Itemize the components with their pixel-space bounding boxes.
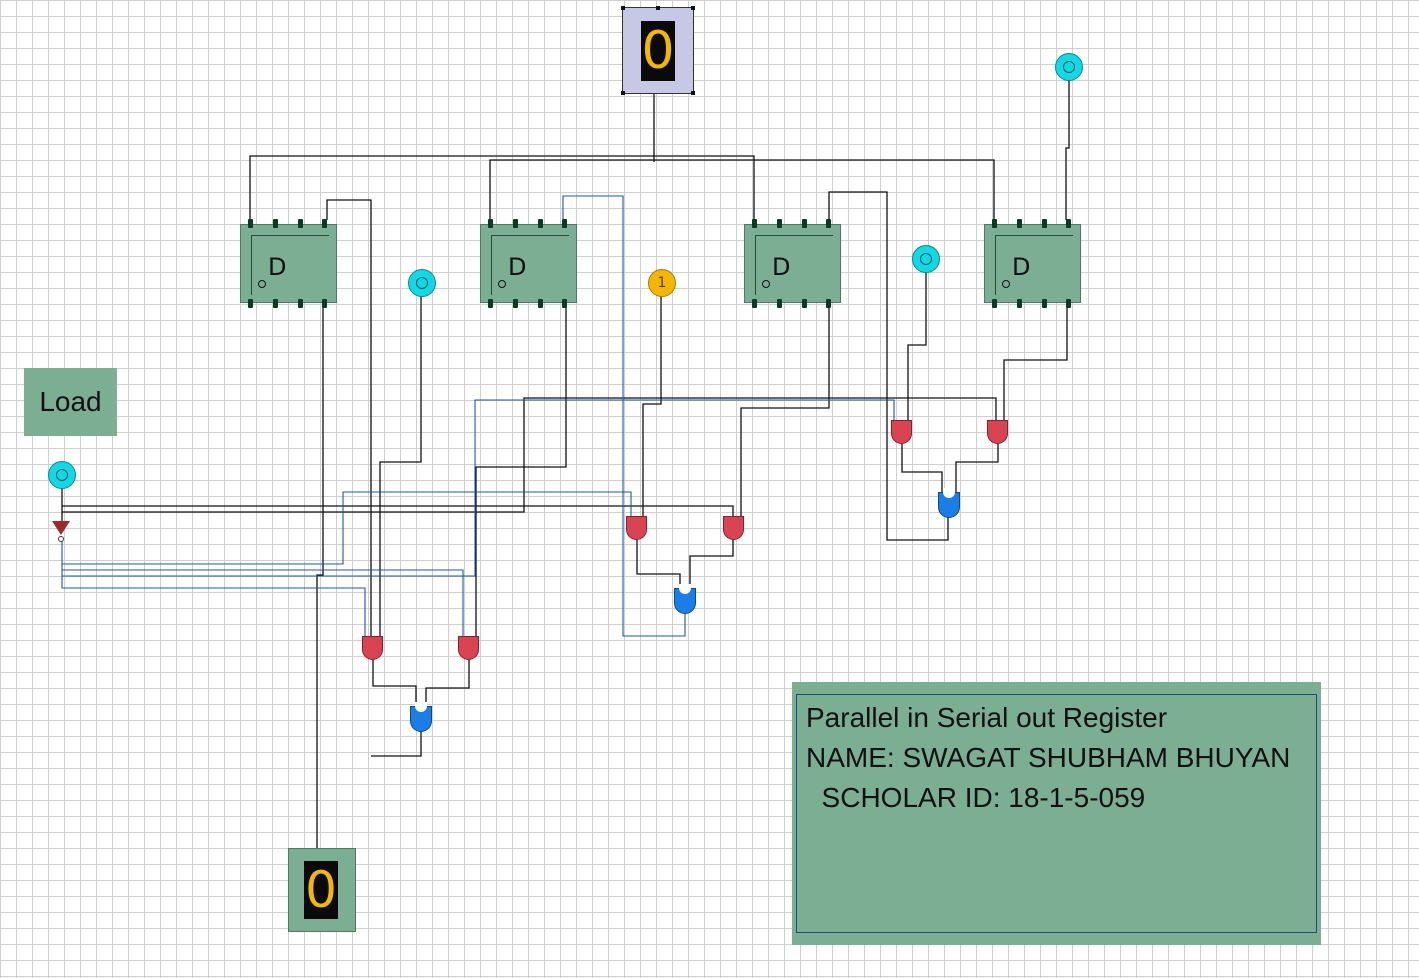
ff3-top-pin-2[interactable] (777, 219, 782, 228)
ff-clock-bubble (498, 280, 506, 288)
ff-frame-left (491, 235, 492, 295)
ff4-bottom-pin-1[interactable] (992, 299, 997, 308)
ff3-bottom-pin-3[interactable] (802, 299, 807, 308)
ff4-top-pin-3[interactable] (1042, 219, 1047, 228)
ff-frame-top (995, 235, 1073, 236)
and-gate-2[interactable] (987, 420, 1008, 444)
ff2-bottom-pin-4[interactable] (562, 299, 567, 308)
ff1-bottom-pin-3[interactable] (298, 299, 303, 308)
selection-handle-tl[interactable] (621, 6, 625, 10)
and-gate-5[interactable] (362, 636, 383, 660)
constant-one-led[interactable]: 1 (648, 269, 676, 297)
ff4-top-pin-4[interactable] (1066, 219, 1071, 228)
ff3-bottom-pin-1[interactable] (752, 299, 757, 308)
ff-frame-top (755, 235, 833, 236)
ff-label: D (1012, 253, 1031, 281)
input-toggle-led-2[interactable] (408, 269, 436, 297)
ff2-top-pin-4[interactable] (562, 219, 567, 228)
ff3-bottom-pin-4[interactable] (826, 299, 831, 308)
ff3-top-pin-3[interactable] (802, 219, 807, 228)
or-gate-1[interactable] (938, 488, 960, 518)
ff-frame-top (251, 235, 329, 236)
ff1-top-pin-3[interactable] (298, 219, 303, 228)
and-gate-6[interactable] (458, 636, 479, 660)
ff1-top-pin-2[interactable] (273, 219, 278, 228)
ff4-bottom-pin-3[interactable] (1042, 299, 1047, 308)
ff-frame-top (491, 235, 569, 236)
and-gate-1[interactable] (891, 420, 912, 444)
d-flip-flop-2[interactable]: D (480, 224, 577, 303)
ff1-bottom-pin-4[interactable] (322, 299, 327, 308)
input-toggle-led-3[interactable] (912, 245, 940, 273)
ff3-bottom-pin-2[interactable] (777, 299, 782, 308)
ff2-top-pin-2[interactable] (513, 219, 518, 228)
ff-label: D (508, 253, 527, 281)
ff1-bottom-pin-1[interactable] (248, 299, 253, 308)
ff4-top-pin-2[interactable] (1017, 219, 1022, 228)
ff1-bottom-pin-2[interactable] (273, 299, 278, 308)
ff-label: D (772, 253, 791, 281)
ff-clock-bubble (762, 280, 770, 288)
ff4-bottom-pin-2[interactable] (1017, 299, 1022, 308)
info-text: Parallel in Serial out Register NAME: SW… (806, 698, 1290, 818)
d-flip-flop-1[interactable]: D (240, 224, 337, 303)
or-gate-3[interactable] (410, 702, 432, 732)
selection-handle-bl[interactable] (621, 91, 625, 95)
ff-frame-left (995, 235, 996, 295)
info-title: Parallel in Serial out Register (806, 702, 1168, 733)
and-gate-4[interactable] (723, 516, 744, 540)
ff3-top-pin-4[interactable] (826, 219, 831, 228)
load-input-led[interactable] (48, 461, 76, 489)
ff-label: D (268, 253, 287, 281)
input-toggle-led-1[interactable] (1055, 53, 1083, 81)
d-flip-flop-4[interactable]: D (984, 224, 1081, 303)
ff3-top-pin-1[interactable] (752, 219, 757, 228)
load-label: Load (24, 368, 117, 436)
ff-clock-bubble (258, 280, 266, 288)
ff4-bottom-pin-4[interactable] (1066, 299, 1071, 308)
ff-clock-bubble (1002, 280, 1010, 288)
info-text-box[interactable]: Parallel in Serial out Register NAME: SW… (792, 682, 1321, 945)
ff2-bottom-pin-3[interactable] (538, 299, 543, 308)
selection-handle-br[interactable] (691, 91, 695, 95)
ff2-top-pin-3[interactable] (538, 219, 543, 228)
selection-handle-tr[interactable] (691, 6, 695, 10)
inverter-bubble (58, 536, 64, 542)
ff2-bottom-pin-2[interactable] (513, 299, 518, 308)
info-name: NAME: SWAGAT SHUBHAM BHUYAN (806, 742, 1291, 773)
selection-handle-tm[interactable] (656, 6, 660, 10)
top-seven-segment-display[interactable]: 0 (621, 6, 695, 95)
ff2-top-pin-1[interactable] (488, 219, 493, 228)
d-flip-flop-3[interactable]: D (744, 224, 841, 303)
or-gate-2[interactable] (674, 584, 696, 614)
ff1-top-pin-1[interactable] (248, 219, 253, 228)
info-scholar-id: SCHOLAR ID: 18-1-5-059 (806, 782, 1146, 813)
info-text-box-border (796, 694, 1317, 933)
ff4-top-pin-1[interactable] (992, 219, 997, 228)
ff2-bottom-pin-1[interactable] (488, 299, 493, 308)
top-display-digit: 0 (641, 21, 675, 81)
ff-frame-left (251, 235, 252, 295)
and-gate-3[interactable] (626, 516, 647, 540)
bottom-display-digit: 0 (304, 861, 338, 919)
bottom-seven-segment-display[interactable]: 0 (288, 848, 356, 932)
ff1-top-pin-4[interactable] (322, 219, 327, 228)
inverter-gate[interactable] (52, 521, 70, 535)
ff-frame-left (755, 235, 756, 295)
